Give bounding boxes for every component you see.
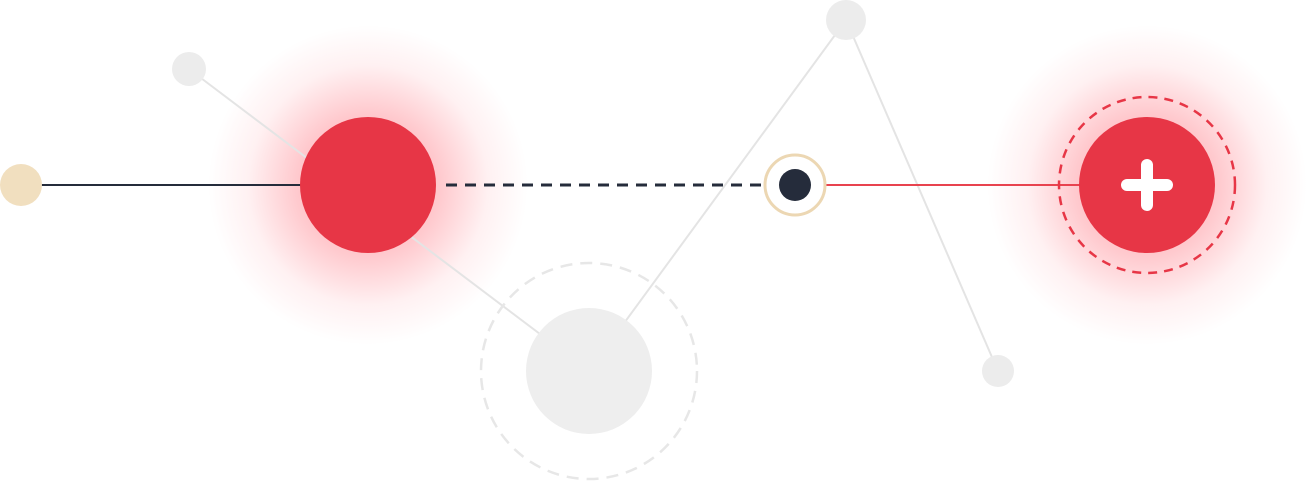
- gray-node-large: [526, 308, 652, 434]
- gray-node-top: [826, 0, 866, 40]
- gray-node-bottom-right: [982, 355, 1014, 387]
- plus-icon: [1121, 159, 1173, 211]
- gray-node-dashed-ring: [479, 261, 699, 481]
- add-button[interactable]: [1079, 117, 1215, 253]
- gray-node-top-left: [172, 52, 206, 86]
- add-button-dashed-ring: [1057, 95, 1237, 275]
- dark-node[interactable]: [779, 169, 811, 201]
- red-node[interactable]: [300, 117, 436, 253]
- beige-start-node: [0, 164, 42, 206]
